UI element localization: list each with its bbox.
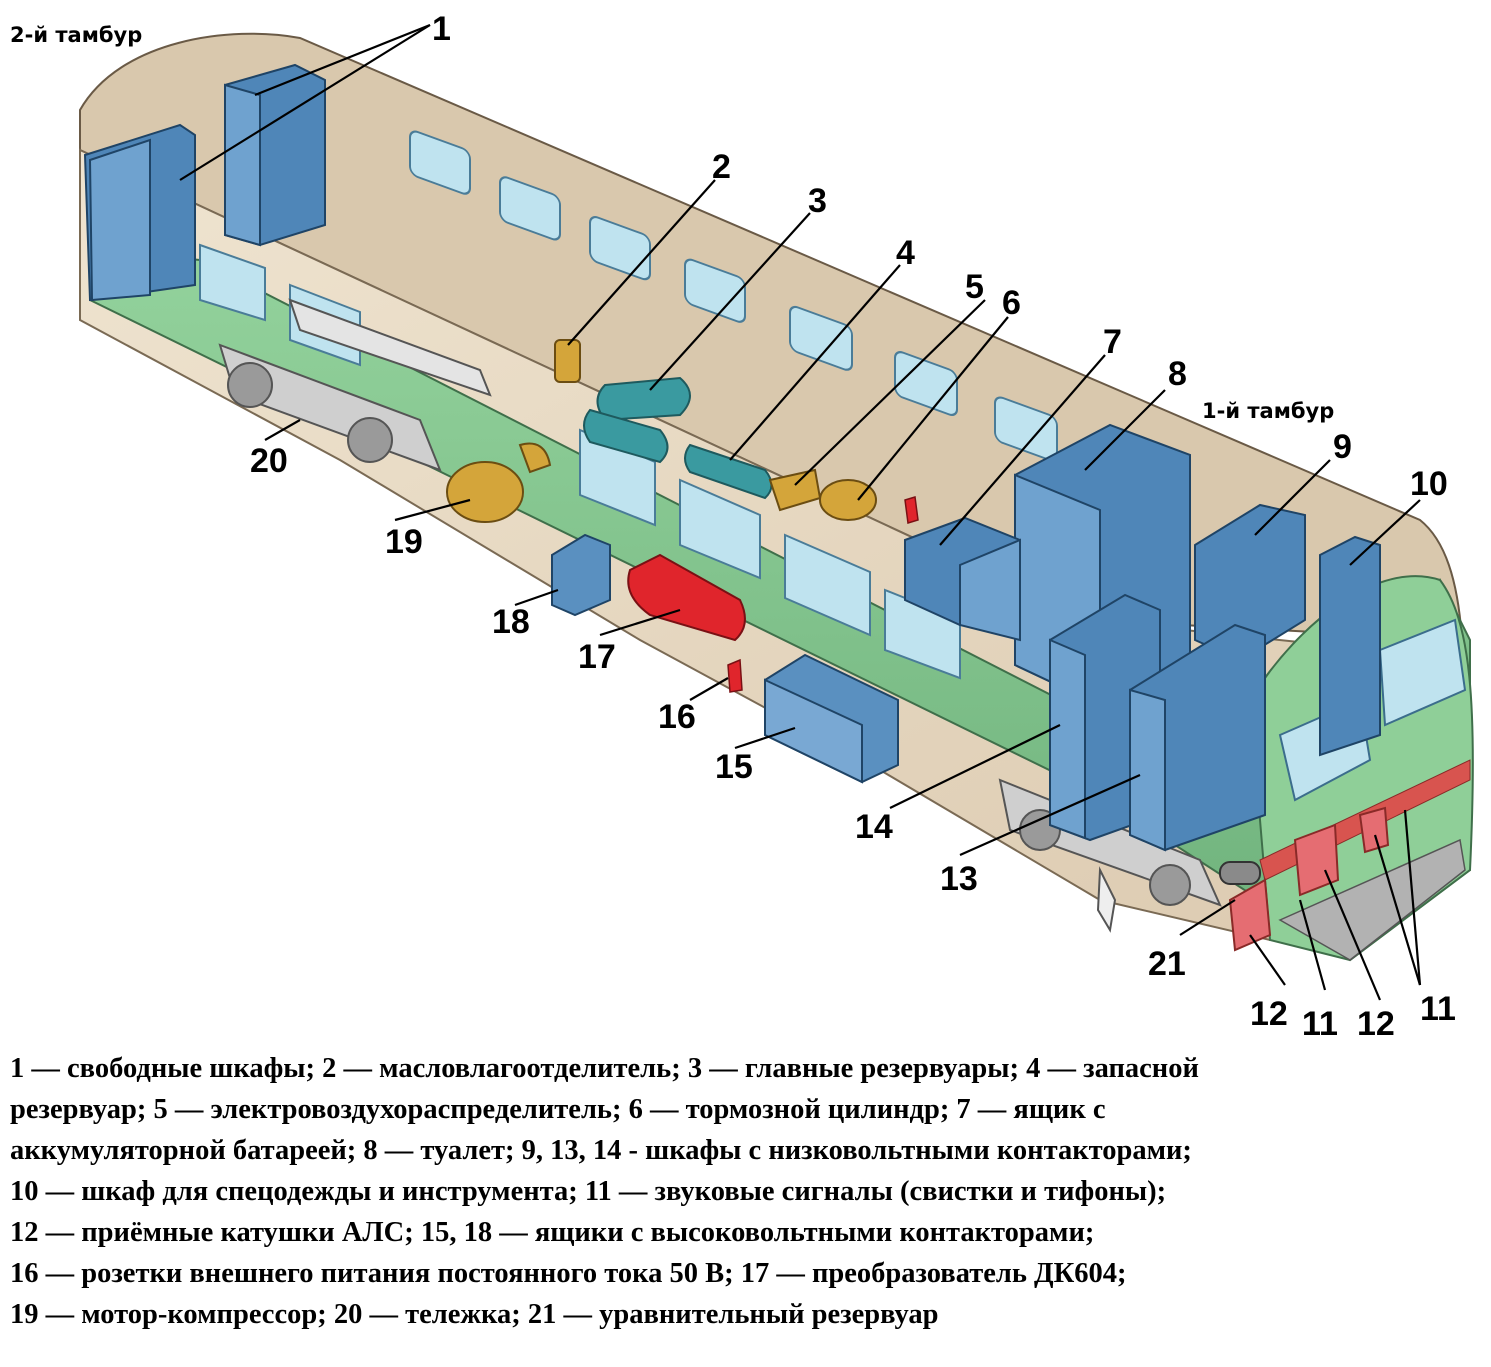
callout: 18: [492, 603, 530, 641]
callout: 8: [1168, 355, 1187, 393]
front-equipment: [1219, 806, 1390, 952]
vestibule-2-label: 2-й тамбур: [10, 23, 142, 47]
callout: 10: [1410, 465, 1448, 503]
legend-line: резервуар; 5 — электровоздухораспределит…: [10, 1094, 1106, 1125]
air-reservoirs: [583, 376, 773, 500]
legend-line: аккумуляторной батареей; 8 — туалет; 9, …: [10, 1135, 1192, 1166]
callout: 4: [896, 234, 915, 272]
callout: 13: [940, 860, 978, 898]
callout: 12: [1357, 1005, 1395, 1040]
callout: 15: [715, 748, 753, 786]
bogie-rear: [218, 298, 492, 472]
leader-lines: [179, 23, 1422, 1001]
callout: 12: [1250, 995, 1288, 1033]
pneumatic-components: [446, 339, 877, 523]
front-cabinets: [904, 423, 1381, 852]
callout: 14: [855, 808, 893, 846]
legend: 1 — свободные шкафы; 2 — масловлагоотдел…: [10, 1048, 1490, 1335]
callout: 2: [712, 148, 731, 186]
vestibule-1-label: 1-й тамбур: [1202, 399, 1334, 423]
motor-compressor: [446, 461, 524, 523]
callout: 3: [808, 182, 827, 220]
callout: 16: [658, 698, 696, 736]
brake-cylinder: [819, 479, 877, 521]
socket-small: [904, 496, 919, 524]
callout: 5: [965, 268, 984, 306]
callout: 6: [1002, 284, 1021, 322]
callout: 7: [1103, 323, 1122, 361]
oil-water-separator: [554, 339, 581, 383]
callout-numbers: 1 2 3 4 5 6 7 8 9 10 11 11 11 12 12 13 1…: [250, 10, 1456, 1040]
high-voltage-boxes: [551, 533, 899, 784]
callout: 19: [385, 523, 423, 561]
legend-line: 12 — приёмные катушки АЛС; 15, 18 — ящик…: [10, 1217, 1095, 1248]
callout: 11: [1302, 1005, 1338, 1040]
callout: 1: [432, 10, 451, 48]
legend-line: 19 — мотор-компрессор; 20 — тележка; 21 …: [10, 1299, 939, 1330]
legend-line: 1 — свободные шкафы; 2 — масловлагоотдел…: [10, 1053, 1199, 1084]
callout: 11: [1420, 990, 1456, 1028]
callout: 11: [1302, 1005, 1338, 1040]
callout: 17: [578, 638, 616, 676]
free-cabinets-rear: [83, 63, 326, 302]
callout: 20: [250, 442, 288, 480]
power-socket: [727, 658, 743, 693]
far-wall-windows: [409, 130, 1058, 462]
converter-dk604: [627, 553, 746, 642]
callout: 21: [1148, 945, 1186, 983]
car-cutaway-diagram: 2-й тамбур 1-й тамбур 1 2 3 4 5: [10, 10, 1474, 1040]
legend-line: 16 — розетки внешнего питания постоянног…: [10, 1258, 1127, 1289]
callout: 9: [1333, 428, 1352, 466]
legend-line: 10 — шкаф для спецодежды и инструмента; …: [10, 1176, 1167, 1207]
